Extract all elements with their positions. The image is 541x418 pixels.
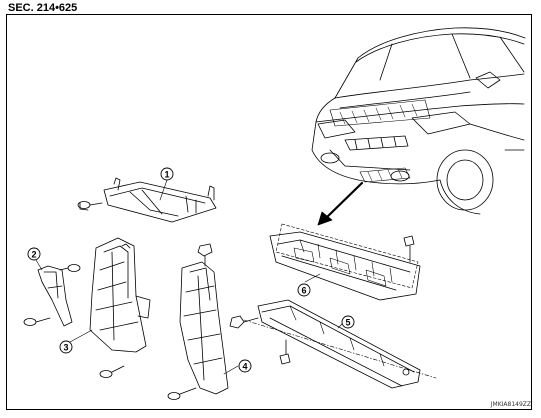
callout-4: 4 — [238, 359, 252, 373]
callout-4-label: 4 — [242, 362, 247, 372]
part-3-left-air-guide — [69, 237, 151, 378]
callout-1: 1 — [160, 167, 174, 181]
callout-6: 6 — [297, 283, 311, 297]
image-code: JMKIA8149ZZ — [490, 401, 531, 408]
callout-5: 5 — [341, 315, 355, 329]
callout-1-label: 1 — [164, 170, 169, 180]
part-2-side-bracket — [23, 259, 81, 327]
callout-3: 3 — [59, 340, 73, 354]
part-5-lower-reinforcement — [229, 299, 437, 389]
diagram-frame — [6, 14, 532, 410]
callout-2: 2 — [27, 247, 41, 261]
callout-6-label: 6 — [301, 286, 306, 296]
pointer-arrow — [317, 181, 364, 226]
callout-2-label: 2 — [31, 250, 36, 260]
part-1-upper-air-guide — [77, 177, 217, 223]
part-4-center-air-guide — [167, 243, 239, 400]
part-6-core-support-upper — [269, 223, 421, 301]
callout-5-label: 5 — [345, 318, 350, 328]
section-label: SEC. 214•625 — [8, 2, 78, 14]
vehicle-illustration — [311, 27, 526, 215]
callout-3-label: 3 — [63, 343, 68, 353]
